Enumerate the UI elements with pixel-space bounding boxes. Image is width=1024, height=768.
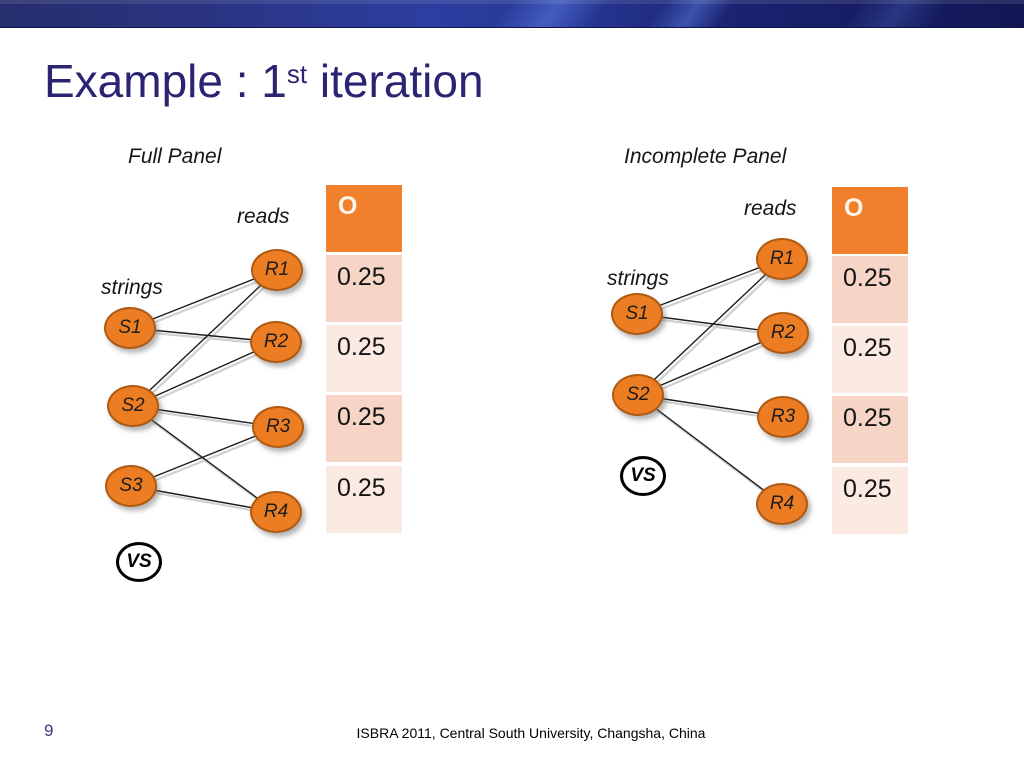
node-full-r2: R2 [250, 321, 302, 363]
title-suffix: iteration [307, 55, 484, 107]
table-full-row4: 0.25 [326, 466, 402, 533]
node-full-r1: R1 [251, 249, 303, 291]
title-prefix: Example : 1 [44, 55, 287, 107]
table-incomplete-row4: 0.25 [832, 467, 908, 534]
table-full-row2: 0.25 [326, 325, 402, 392]
node-full-s2: S2 [107, 385, 159, 427]
vs-badge-full: VS [116, 542, 162, 582]
panel-title-full: Full Panel [128, 145, 222, 168]
node-full-r4: R4 [250, 491, 302, 533]
node-full-r3: R3 [252, 406, 304, 448]
strings-label-incomplete: strings [607, 267, 669, 290]
footer-text: ISBRA 2011, Central South University, Ch… [356, 725, 706, 741]
node-incomplete-r2: R2 [757, 312, 809, 354]
node-incomplete-s1: S1 [611, 293, 663, 335]
node-full-s3: S3 [105, 465, 157, 507]
edge-shadow-layer [131, 260, 787, 517]
reads-label-incomplete: reads [744, 197, 797, 220]
table-incomplete-row3: 0.25 [832, 396, 908, 463]
strings-label-full: strings [101, 276, 163, 299]
table-incomplete-row1: 0.25 [832, 256, 908, 323]
node-incomplete-r3: R3 [757, 396, 809, 438]
banner-gloss [0, 0, 1024, 4]
node-incomplete-r1: R1 [756, 238, 808, 280]
page-title: Example : 1st iteration [44, 56, 484, 107]
table-full-header: O [326, 185, 402, 252]
node-incomplete-r4: R4 [756, 483, 808, 525]
node-incomplete-s2: S2 [612, 374, 664, 416]
reads-label-full: reads [237, 205, 290, 228]
panel-title-incomplete: Incomplete Panel [624, 145, 787, 168]
page-number: 9 [44, 721, 54, 740]
table-incomplete-row2: 0.25 [832, 326, 908, 393]
top-banner [0, 0, 1024, 28]
node-full-s1: S1 [104, 307, 156, 349]
vs-badge-incomplete: VS [620, 456, 666, 496]
table-incomplete-header: O [832, 187, 908, 254]
title-superscript: st [286, 58, 308, 89]
edge-layer [129, 258, 784, 513]
table-full-row3: 0.25 [326, 395, 402, 462]
table-full-row1: 0.25 [326, 255, 402, 322]
